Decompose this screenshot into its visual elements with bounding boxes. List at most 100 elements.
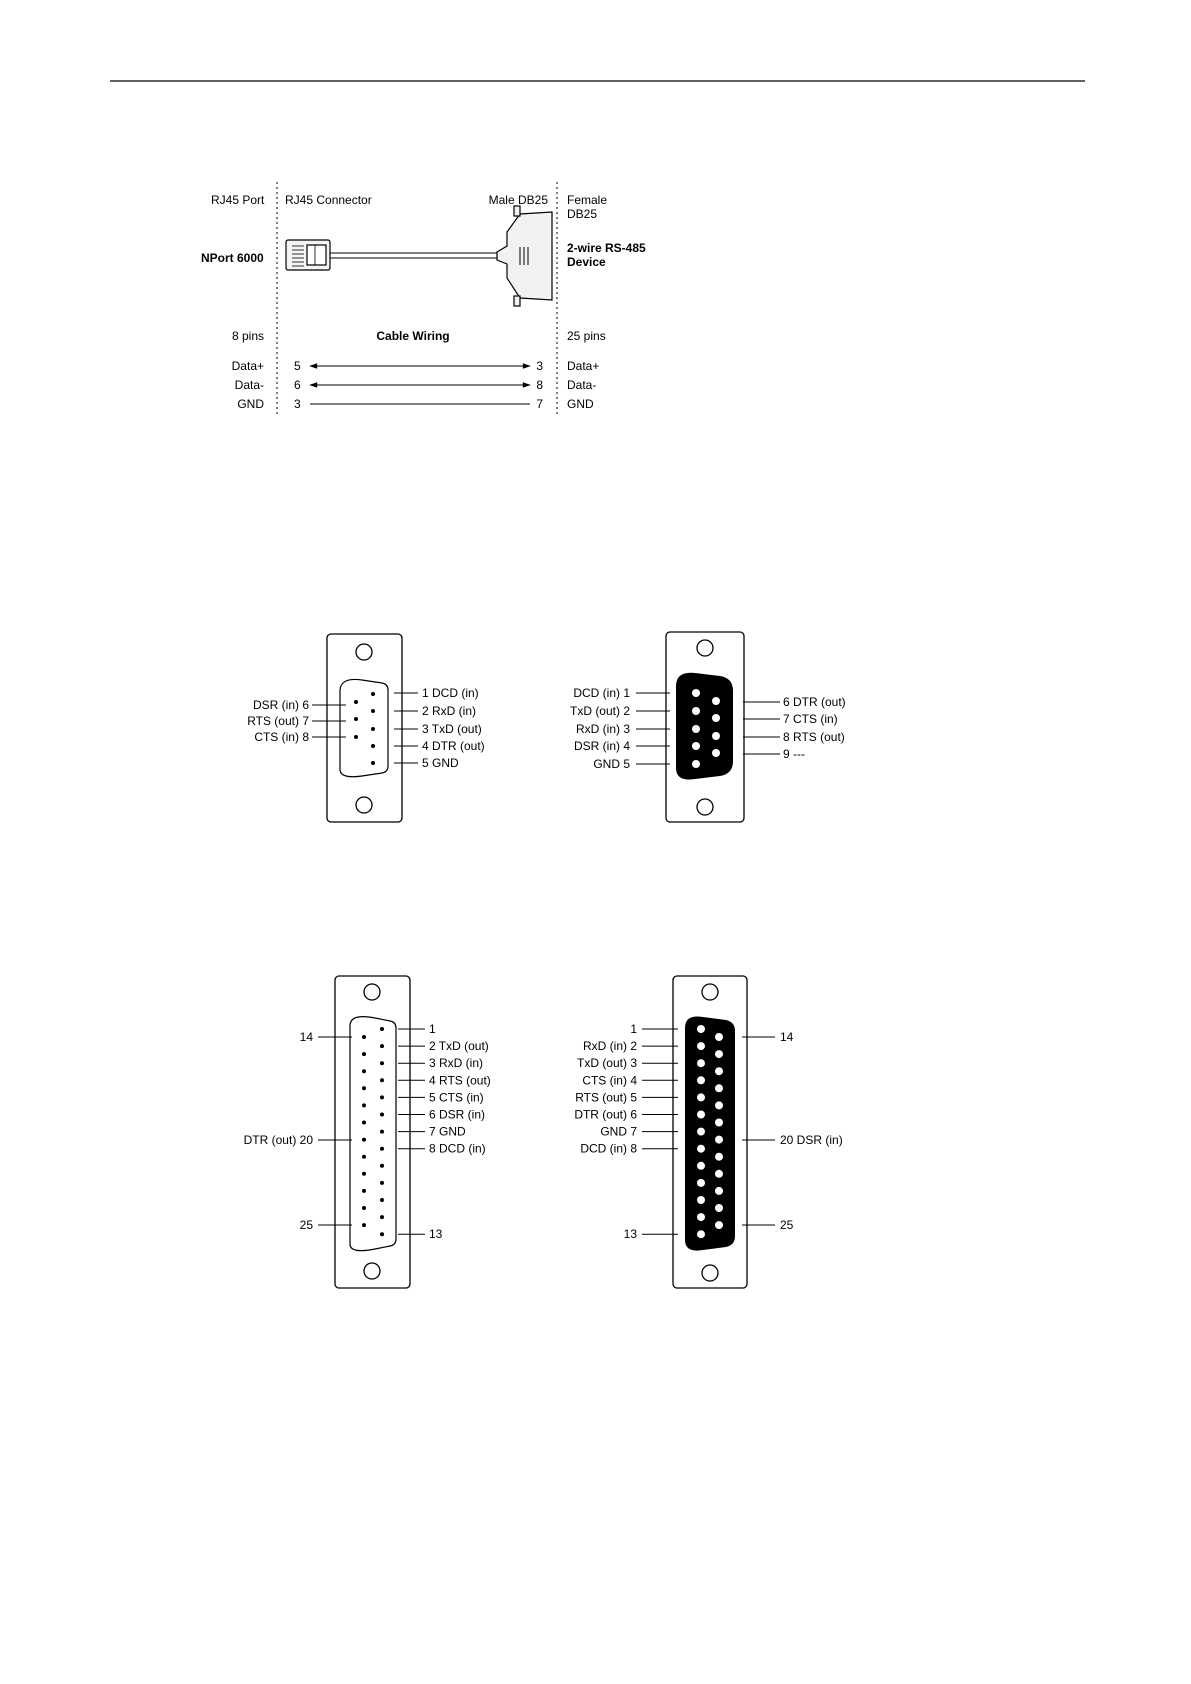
pin-label: 1 DCD (in) xyxy=(422,686,479,700)
pin-dot xyxy=(697,1093,705,1102)
pin-label: 6 DSR (in) xyxy=(429,1108,485,1122)
pin-label: TxD (out) 2 xyxy=(570,704,630,718)
db25-shell-icon xyxy=(496,205,553,307)
pin-label: CTS (in) 8 xyxy=(254,730,309,744)
pin-dot xyxy=(362,1154,366,1159)
pin-dot xyxy=(715,1152,723,1161)
device-right-line1: 2-wire RS-485 xyxy=(567,241,646,255)
pin-label: DTR (out) 20 xyxy=(244,1133,314,1147)
pin-dot xyxy=(697,1213,705,1222)
pin-dot xyxy=(715,1101,723,1110)
db9-female-shell xyxy=(339,678,389,778)
pin-dot xyxy=(362,1103,366,1108)
pin-label: 4 DTR (out) xyxy=(422,739,485,753)
db9-male-shell xyxy=(676,672,733,780)
pin-dot xyxy=(712,749,720,757)
pin-dot xyxy=(697,1196,705,1204)
pins-left-label: 8 pins xyxy=(232,329,264,343)
pin-label: 6 DTR (out) xyxy=(783,695,846,709)
mount-hole-icon xyxy=(701,1264,719,1282)
pin-dot xyxy=(692,725,700,733)
wire-right-label: Data- xyxy=(567,378,596,392)
pin-label: 5 GND xyxy=(422,756,459,770)
device-left-label: NPort 6000 xyxy=(201,251,264,265)
pin-dot xyxy=(712,697,720,705)
pin-dot xyxy=(362,1206,366,1210)
pin-dot xyxy=(715,1204,723,1212)
rj45-connector-header: RJ45 Connector xyxy=(285,193,372,207)
pin-dot xyxy=(354,717,358,721)
pin-dot xyxy=(697,1059,705,1068)
mount-hole-icon xyxy=(355,796,373,814)
wire-left-label: Data- xyxy=(235,378,264,392)
wire-right-label: Data+ xyxy=(567,359,599,373)
rj45-port-header: RJ45 Port xyxy=(211,193,265,207)
db9-female-pins xyxy=(354,692,375,765)
wire-left-pin: 3 xyxy=(294,397,301,411)
pin-label: 20 DSR (in) xyxy=(780,1133,843,1147)
pin-dot xyxy=(362,1086,366,1091)
pin-label: 2 TxD (out) xyxy=(429,1039,489,1053)
pin-dot xyxy=(354,735,358,739)
pin-dot xyxy=(380,1163,384,1168)
pin-label: DCD (in) 1 xyxy=(573,686,630,700)
cable-wiring-diagram: RJ45 Port RJ45 Connector Male DB25 Femal… xyxy=(201,182,646,414)
db25-female-connector: 12 TxD (out)3 RxD (in)4 RTS (out)5 CTS (… xyxy=(244,975,491,1289)
rj45-plug-icon xyxy=(285,239,331,271)
pin-label: TxD (out) 3 xyxy=(577,1056,637,1070)
wire-left-pin: 6 xyxy=(294,378,301,392)
pin-dot xyxy=(715,1221,723,1230)
pin-dot xyxy=(371,709,375,713)
pin-label: 7 CTS (in) xyxy=(783,712,838,726)
pin-dot xyxy=(362,1052,366,1057)
pin-label: 9 --- xyxy=(783,747,805,761)
pin-dot xyxy=(380,1044,384,1049)
pin-label: 8 RTS (out) xyxy=(783,730,845,744)
db25-male-pins xyxy=(697,1025,723,1239)
pin-dot xyxy=(692,689,700,697)
pin-label: 25 xyxy=(300,1218,314,1232)
pins-right-label: 25 pins xyxy=(567,329,606,343)
female-header-line1: Female xyxy=(567,193,607,207)
pin-label: 7 GND xyxy=(429,1125,466,1139)
pin-label: 13 xyxy=(624,1227,638,1241)
pin-dot xyxy=(380,1198,384,1202)
db25-female-shell xyxy=(349,1016,397,1252)
pin-dot xyxy=(715,1135,723,1144)
pin-dot xyxy=(715,1169,723,1178)
pin-dot xyxy=(380,1232,384,1237)
mount-hole-icon xyxy=(701,983,719,1001)
pin-label: 1 xyxy=(429,1022,436,1036)
pin-dot xyxy=(380,1215,384,1220)
pin-dot xyxy=(715,1067,723,1076)
pin-dot xyxy=(362,1120,366,1125)
mount-hole-icon xyxy=(696,639,714,657)
mount-hole-icon xyxy=(355,643,373,661)
pin-label: 1 xyxy=(630,1022,637,1036)
wire-left-pin: 5 xyxy=(294,359,301,373)
db25-male-shell xyxy=(685,1016,735,1251)
pin-dot xyxy=(697,1025,705,1033)
pin-label: RxD (in) 3 xyxy=(576,722,630,736)
db9-female-connector: 1 DCD (in)2 RxD (in)3 TxD (out)4 DTR (ou… xyxy=(247,633,485,823)
pin-dot xyxy=(715,1186,723,1195)
pin-dot xyxy=(380,1027,384,1031)
pin-dot xyxy=(371,692,375,696)
pin-dot xyxy=(715,1050,723,1059)
pin-dot xyxy=(362,1035,366,1039)
pin-label: 3 TxD (out) xyxy=(422,722,482,736)
wire-right-pin: 7 xyxy=(536,397,543,411)
mount-hole-icon xyxy=(696,798,714,816)
pin-dot xyxy=(697,1144,705,1153)
pin-dot xyxy=(692,760,700,768)
pin-dot xyxy=(712,732,720,740)
mount-hole-icon xyxy=(363,983,381,1001)
db25-female-pins xyxy=(362,1027,384,1237)
pin-dot xyxy=(697,1110,705,1119)
pin-dot xyxy=(715,1118,723,1127)
